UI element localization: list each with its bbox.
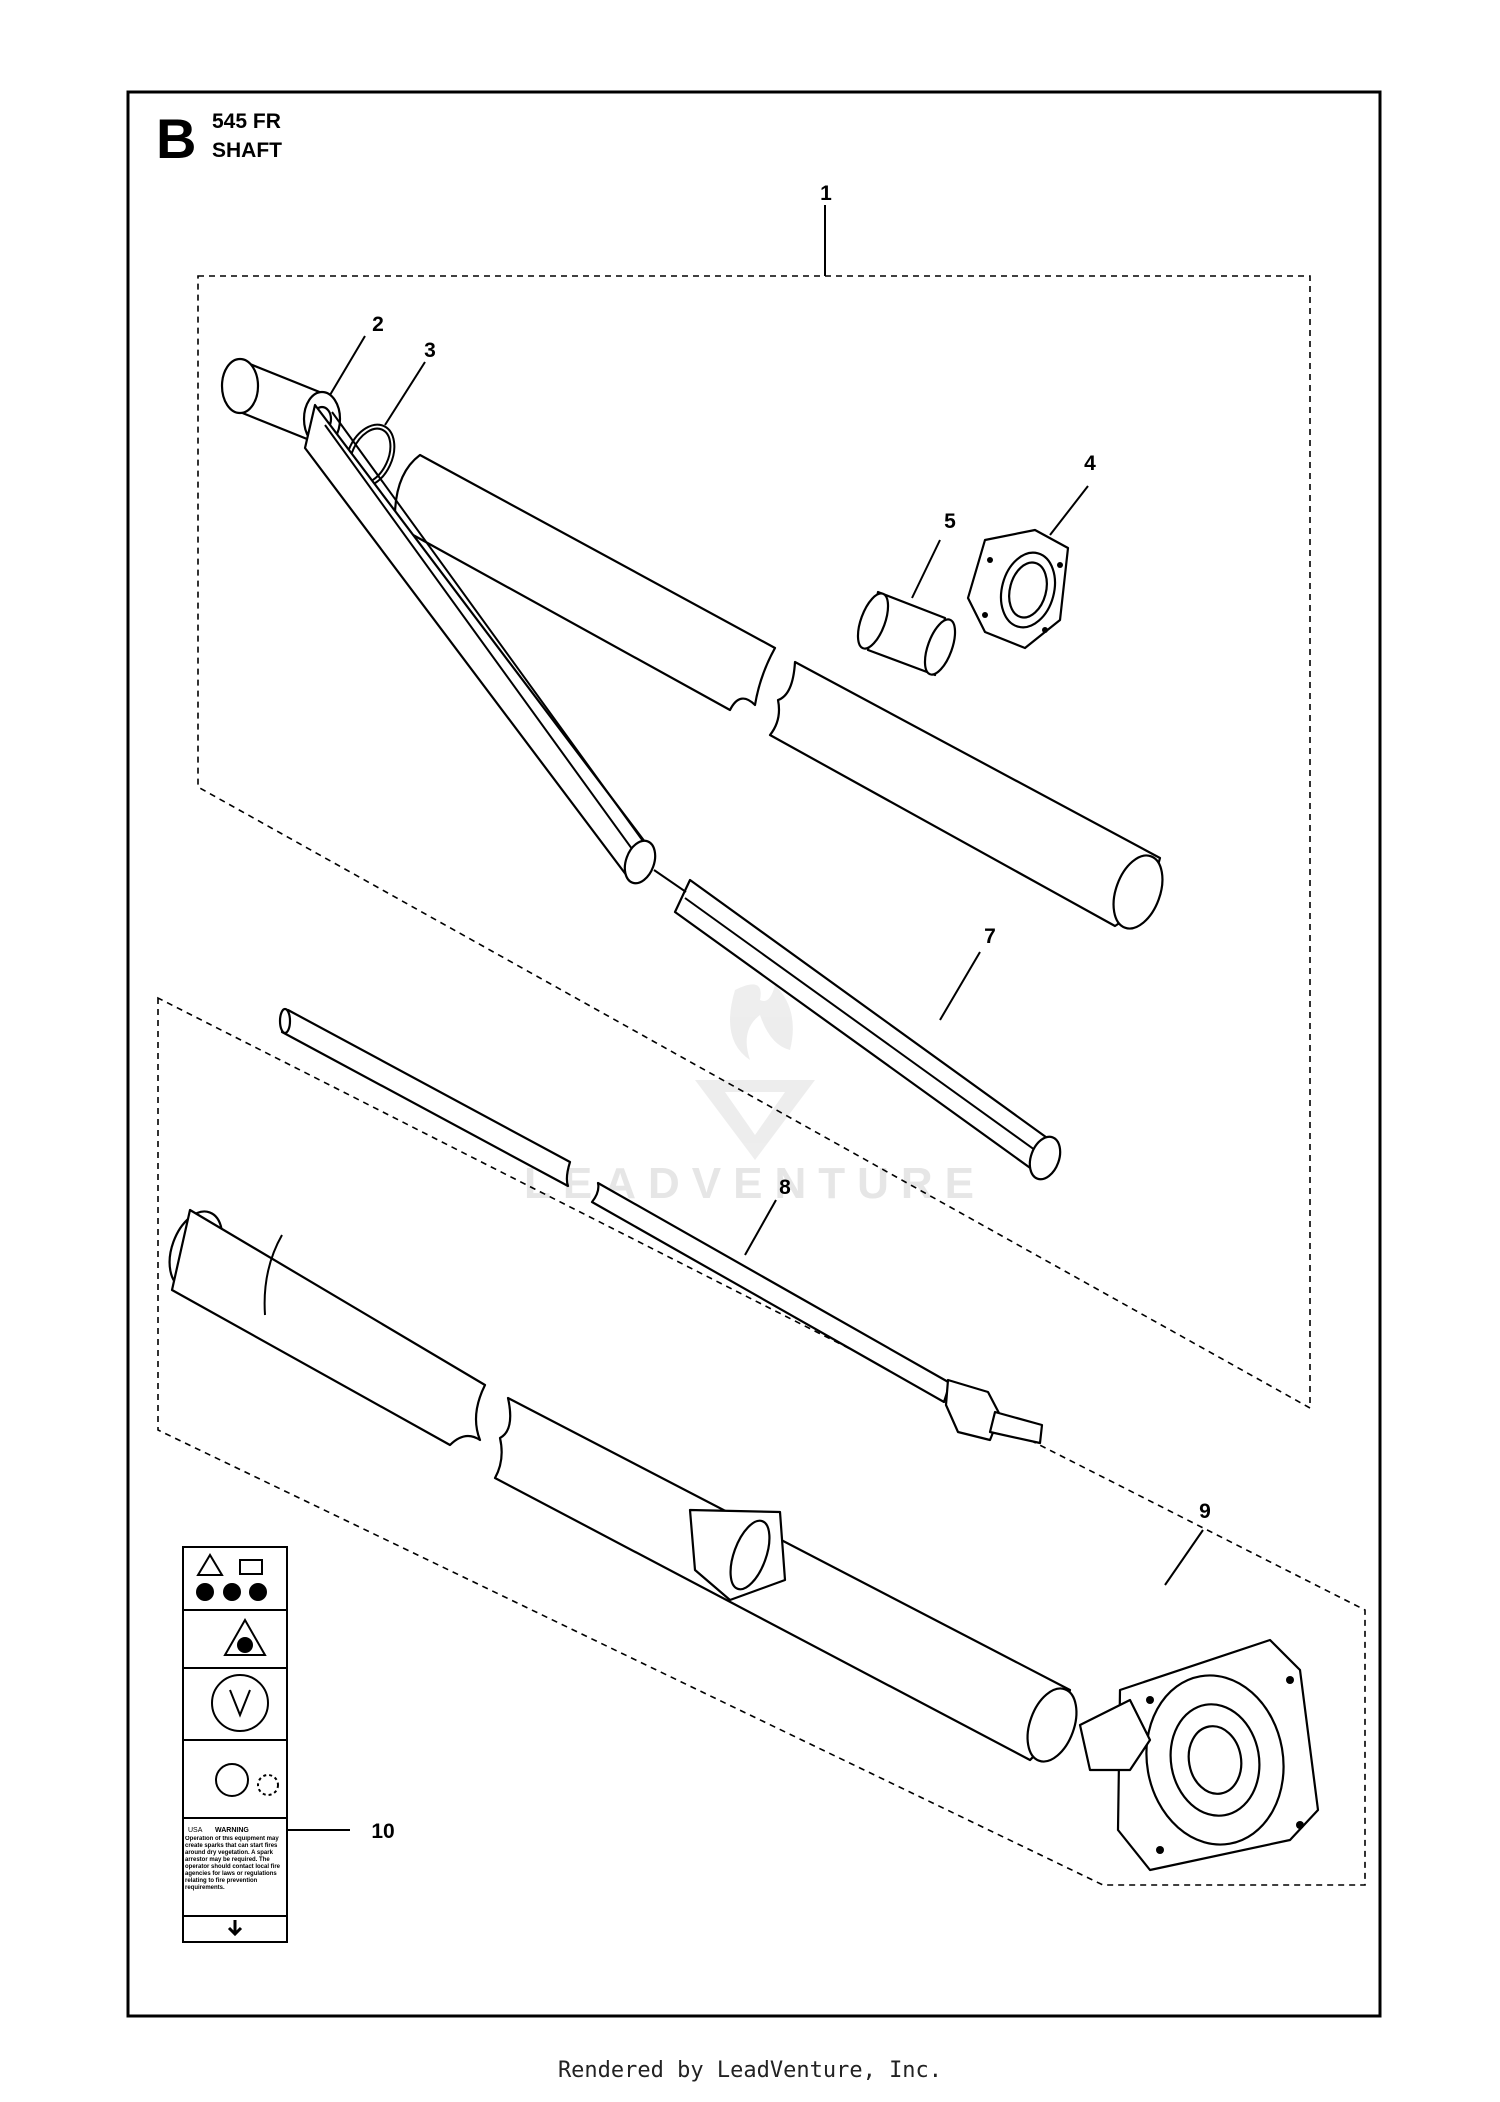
part-10-warning-decal: USA WARNING Operation of this equipment …	[182, 1546, 288, 1943]
decal-signal-word: WARNING	[215, 1827, 249, 1834]
leader-5	[911, 539, 941, 599]
callout-10: 10	[371, 1820, 394, 1843]
leader-9	[1164, 1529, 1204, 1586]
part-9-lower-tube	[168, 1208, 1078, 1763]
watermark-logo	[695, 984, 815, 1160]
callout-8: 8	[779, 1176, 791, 1199]
leader-3	[384, 361, 426, 426]
leader-8	[744, 1199, 777, 1256]
callout-9: 9	[1199, 1500, 1211, 1523]
leader-2	[329, 335, 366, 396]
callout-3: 3	[424, 339, 436, 362]
part-1-shaft-tube	[393, 453, 1164, 930]
group-box-9	[157, 996, 1366, 1886]
decal-country: USA	[188, 1827, 203, 1834]
gear-head-housing	[1078, 1638, 1320, 1872]
leader-7	[939, 951, 981, 1021]
callout-5: 5	[944, 510, 956, 533]
part-7-liner	[303, 403, 1062, 1181]
callout-7: 7	[984, 925, 996, 948]
decal-warning-text: Operation of this equipment may create s…	[185, 1836, 281, 1891]
group-box-1	[197, 275, 1311, 1410]
part-5-sleeve	[856, 590, 957, 677]
section-letter: B	[156, 107, 196, 170]
footer-credit: Rendered by LeadVenture, Inc.	[557, 2058, 943, 2083]
callout-4: 4	[1084, 452, 1096, 475]
part-4-collar-nut	[966, 528, 1070, 650]
leader-4	[1049, 485, 1089, 536]
callout-1: 1	[820, 182, 832, 205]
assembly-name: SHAFT	[212, 139, 282, 162]
diagram-frame	[126, 90, 1382, 2018]
model-name: 545 FR	[212, 110, 281, 133]
callout-2: 2	[372, 313, 384, 336]
part-8-drive-shaft	[278, 1007, 1044, 1445]
